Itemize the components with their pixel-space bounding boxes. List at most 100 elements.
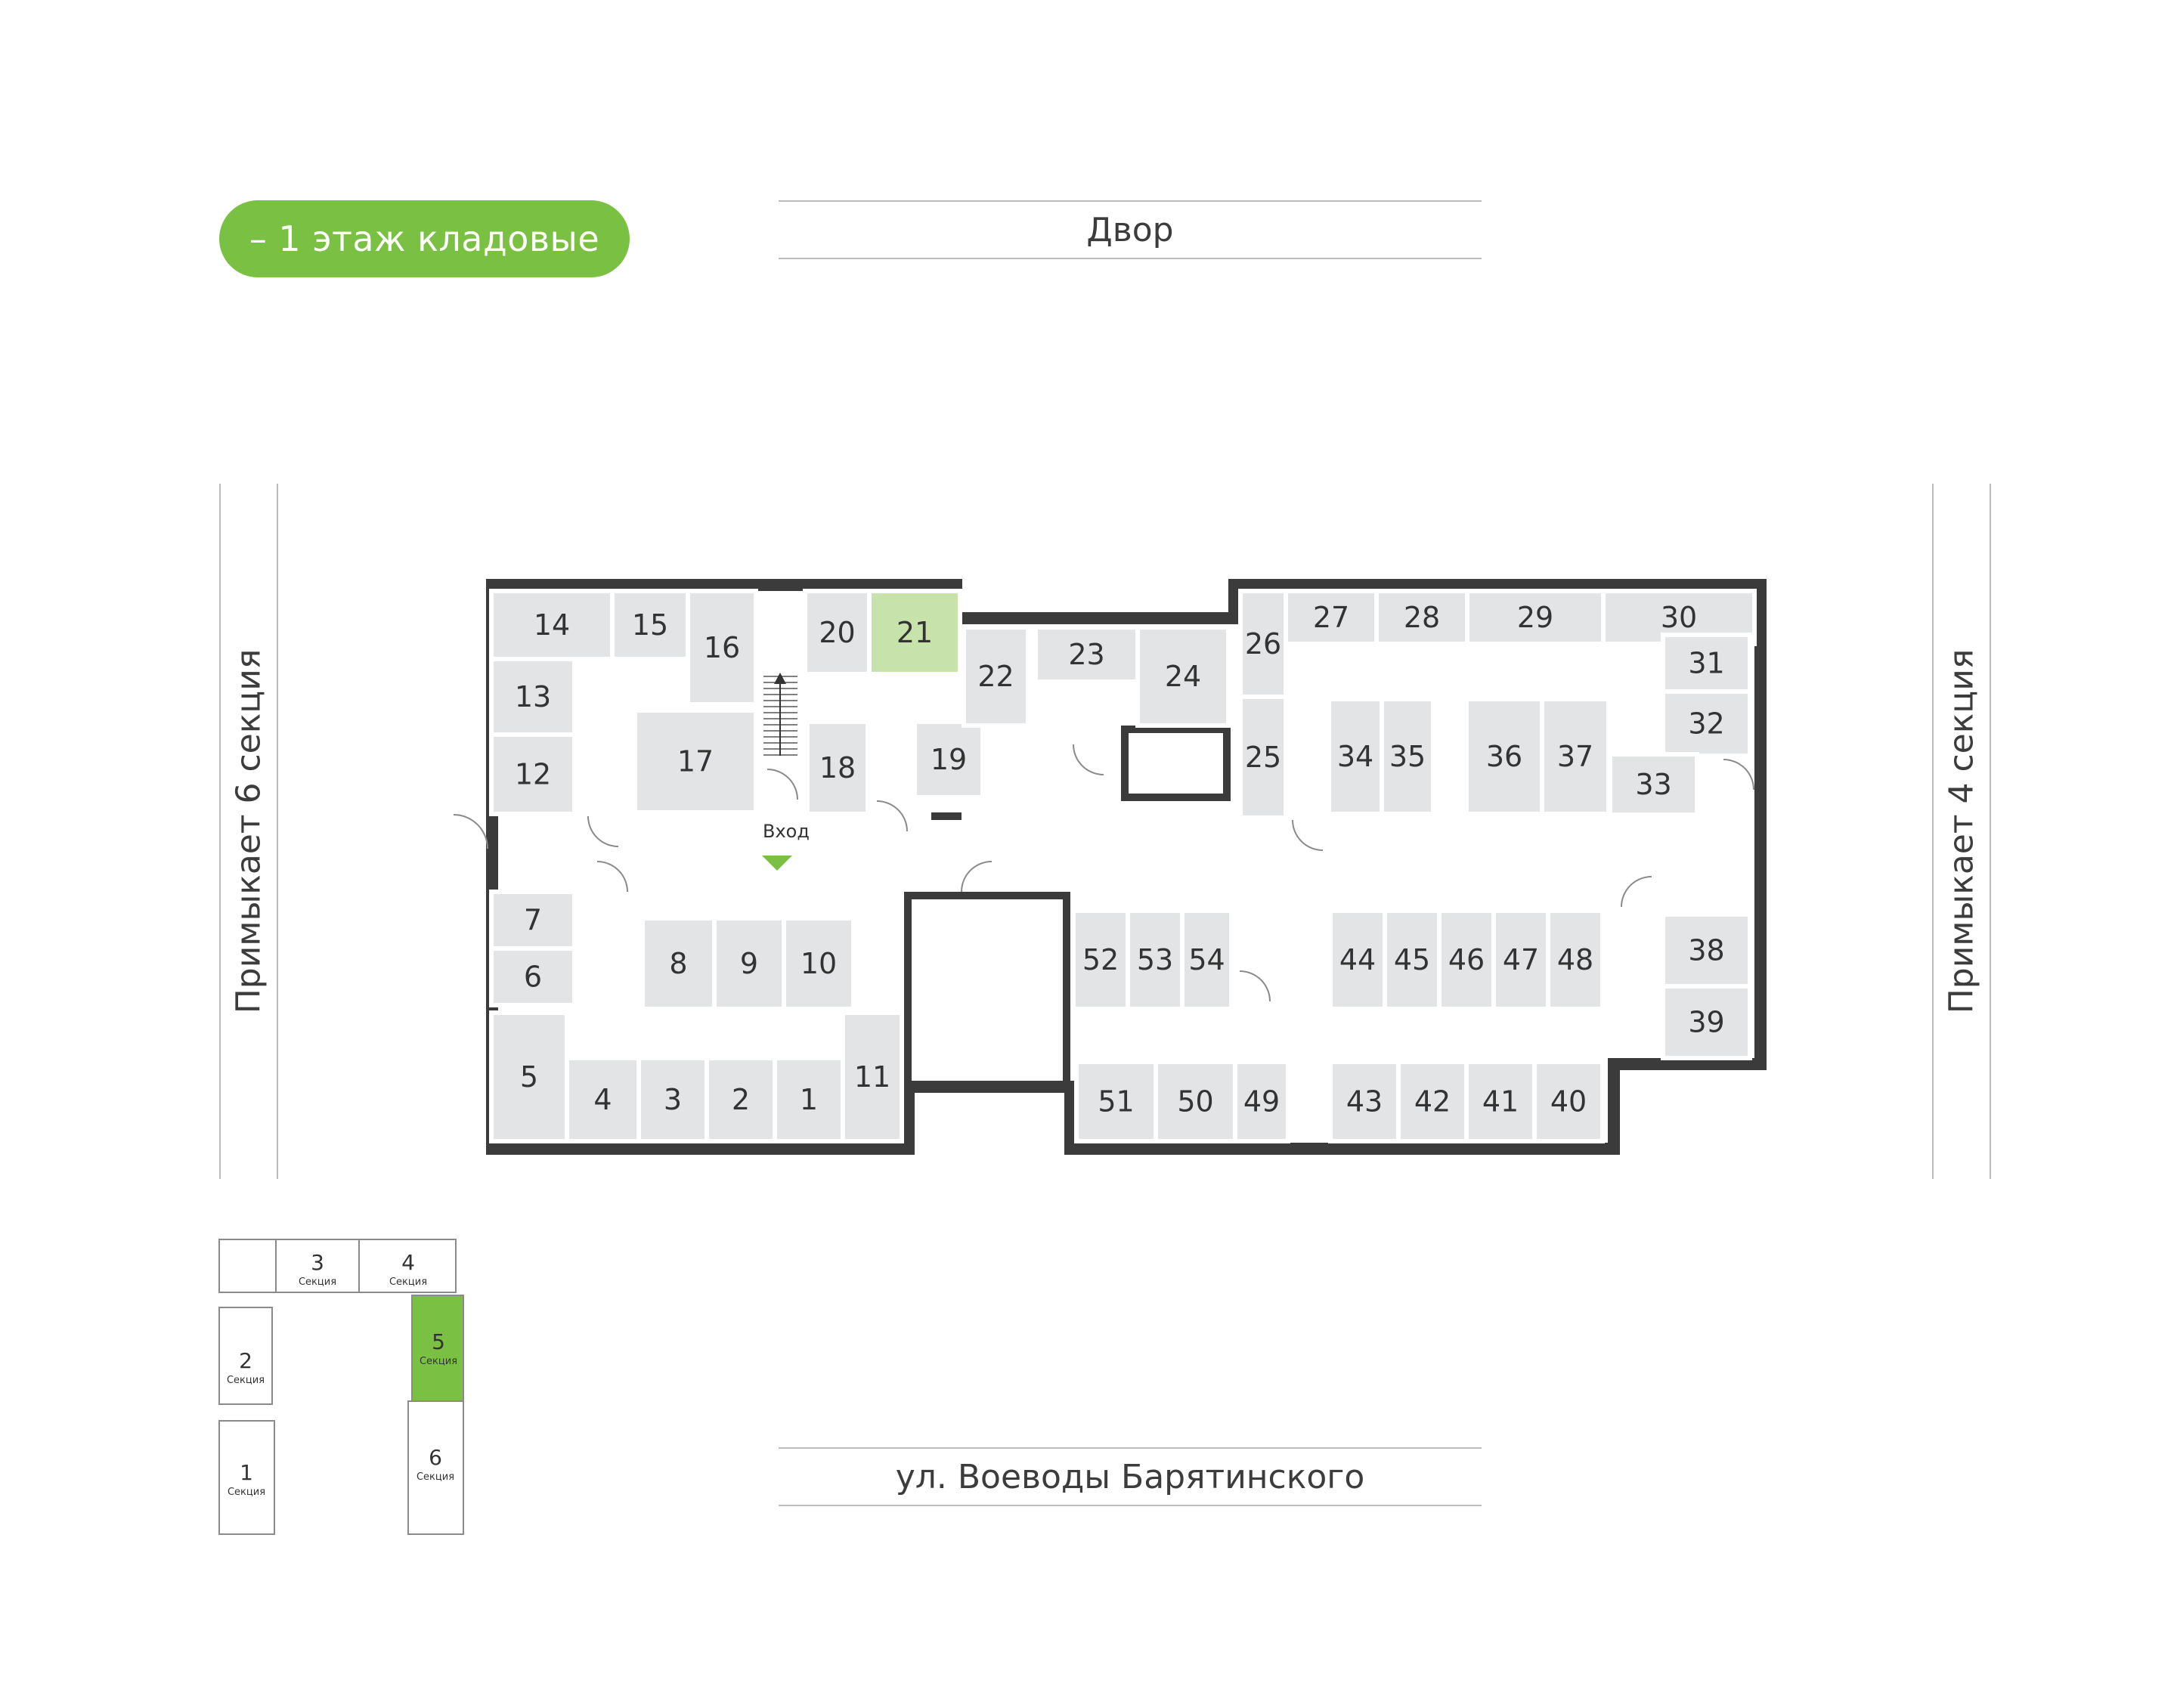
storage-room-42[interactable]: 42 — [1396, 1060, 1469, 1143]
storage-room-22[interactable]: 22 — [962, 625, 1030, 728]
storage-room-20-area[interactable] — [803, 589, 872, 676]
storage-room-45-area[interactable] — [1383, 908, 1442, 1011]
storage-room-26[interactable]: 26 — [1238, 589, 1288, 699]
storage-room-40[interactable]: 40 — [1532, 1060, 1605, 1143]
storage-room-1-area[interactable] — [773, 1056, 845, 1143]
storage-room-35-area[interactable] — [1380, 697, 1435, 816]
storage-room-28[interactable]: 28 — [1374, 589, 1469, 646]
storage-room-49[interactable]: 49 — [1233, 1060, 1290, 1143]
storage-room-47[interactable]: 47 — [1491, 908, 1550, 1011]
storage-room-23[interactable]: 23 — [1033, 625, 1140, 684]
storage-room-52[interactable]: 52 — [1071, 908, 1130, 1011]
storage-room-34[interactable]: 34 — [1327, 697, 1384, 816]
storage-room-28-area[interactable] — [1374, 589, 1469, 646]
storage-room-25[interactable]: 25 — [1238, 695, 1288, 820]
storage-room-23-area[interactable] — [1033, 625, 1140, 684]
storage-room-15[interactable]: 15 — [610, 589, 690, 661]
storage-room-41-number: 41 — [1482, 1085, 1519, 1119]
storage-room-41-area[interactable] — [1464, 1060, 1537, 1143]
storage-room-38-area[interactable] — [1661, 912, 1752, 989]
storage-room-50-area[interactable] — [1154, 1060, 1237, 1143]
storage-room-24[interactable]: 24 — [1135, 625, 1231, 728]
storage-room-2[interactable]: 2 — [705, 1056, 777, 1143]
storage-room-38[interactable]: 38 — [1661, 912, 1752, 989]
storage-room-44[interactable]: 44 — [1328, 908, 1387, 1011]
storage-room-32-area[interactable] — [1661, 689, 1752, 758]
storage-room-21-area[interactable] — [867, 589, 962, 676]
storage-room-17[interactable]: 17 — [633, 708, 758, 815]
section-2-block — [218, 1307, 273, 1405]
storage-room-44-area[interactable] — [1328, 908, 1387, 1011]
storage-room-11-area[interactable] — [841, 1010, 904, 1143]
storage-room-45[interactable]: 45 — [1383, 908, 1442, 1011]
storage-room-6[interactable]: 6 — [489, 946, 577, 1007]
storage-room-40-area[interactable] — [1532, 1060, 1605, 1143]
storage-room-9[interactable]: 9 — [712, 916, 786, 1011]
storage-room-19[interactable]: 19 — [912, 719, 985, 800]
storage-room-29[interactable]: 29 — [1465, 589, 1606, 646]
storage-room-31[interactable]: 31 — [1661, 633, 1752, 694]
storage-room-10-area[interactable] — [782, 916, 856, 1011]
storage-room-14[interactable]: 14 — [489, 589, 615, 661]
storage-room-4[interactable]: 4 — [565, 1056, 641, 1143]
storage-room-54[interactable]: 54 — [1180, 908, 1234, 1011]
storage-room-24-area[interactable] — [1135, 625, 1231, 728]
storage-room-4-number: 4 — [593, 1083, 612, 1116]
storage-room-37-area[interactable] — [1540, 697, 1611, 816]
storage-room-46[interactable]: 46 — [1437, 908, 1496, 1011]
storage-room-37[interactable]: 37 — [1540, 697, 1611, 816]
storage-room-18-area[interactable] — [805, 719, 870, 816]
storage-room-13-area[interactable] — [489, 657, 577, 737]
storage-room-44-number: 44 — [1339, 943, 1376, 976]
storage-room-21[interactable]: 21 — [867, 589, 962, 676]
storage-room-9-area[interactable] — [712, 916, 786, 1011]
storage-room-16[interactable]: 16 — [686, 589, 758, 707]
storage-room-15-area[interactable] — [610, 589, 690, 661]
storage-room-7-area[interactable] — [489, 890, 577, 951]
storage-room-54-area[interactable] — [1180, 908, 1234, 1011]
storage-room-13[interactable]: 13 — [489, 657, 577, 737]
storage-room-50[interactable]: 50 — [1154, 1060, 1237, 1143]
storage-room-27[interactable]: 27 — [1284, 589, 1379, 646]
storage-room-41[interactable]: 41 — [1464, 1060, 1537, 1143]
storage-room-22-area[interactable] — [962, 625, 1030, 728]
storage-room-10[interactable]: 10 — [782, 916, 856, 1011]
storage-room-3[interactable]: 3 — [636, 1056, 709, 1143]
storage-room-53[interactable]: 53 — [1126, 908, 1184, 1011]
storage-room-43-number: 43 — [1346, 1085, 1383, 1119]
storage-room-39[interactable]: 39 — [1661, 984, 1752, 1060]
storage-room-51[interactable]: 51 — [1074, 1060, 1158, 1143]
storage-room-47-area[interactable] — [1491, 908, 1550, 1011]
storage-room-19-area[interactable] — [912, 719, 985, 800]
storage-room-1[interactable]: 1 — [773, 1056, 845, 1143]
storage-room-49-area[interactable] — [1233, 1060, 1290, 1143]
storage-room-48-area[interactable] — [1546, 908, 1605, 1011]
storage-room-39-area[interactable] — [1661, 984, 1752, 1060]
storage-room-11[interactable]: 11 — [841, 1010, 904, 1143]
storage-room-5-area[interactable] — [489, 1010, 569, 1143]
storage-room-54-number: 54 — [1188, 943, 1225, 976]
storage-room-5[interactable]: 5 — [489, 1010, 569, 1143]
storage-room-18[interactable]: 18 — [805, 719, 870, 816]
storage-room-51-area[interactable] — [1074, 1060, 1158, 1143]
storage-room-32[interactable]: 32 — [1661, 689, 1752, 758]
storage-room-17-area[interactable] — [633, 708, 758, 815]
storage-room-16-area[interactable] — [686, 589, 758, 707]
storage-room-2-area[interactable] — [705, 1056, 777, 1143]
storage-room-35[interactable]: 35 — [1380, 697, 1435, 816]
storage-room-3-area[interactable] — [636, 1056, 709, 1143]
storage-room-20[interactable]: 20 — [803, 589, 872, 676]
storage-room-53-number: 53 — [1137, 943, 1173, 976]
storage-room-8[interactable]: 8 — [640, 916, 717, 1011]
storage-room-48[interactable]: 48 — [1546, 908, 1605, 1011]
storage-room-39-number: 39 — [1688, 1006, 1724, 1039]
storage-room-36[interactable]: 36 — [1464, 697, 1544, 816]
storage-room-43-area[interactable] — [1328, 1060, 1401, 1143]
section-2-number: 2 — [239, 1348, 252, 1373]
storage-room-12[interactable]: 12 — [489, 732, 577, 816]
storage-room-32-number: 32 — [1688, 707, 1724, 741]
storage-room-7[interactable]: 7 — [489, 890, 577, 951]
storage-room-27-area[interactable] — [1284, 589, 1379, 646]
storage-room-43[interactable]: 43 — [1328, 1060, 1401, 1143]
storage-room-33[interactable]: 33 — [1608, 752, 1699, 817]
